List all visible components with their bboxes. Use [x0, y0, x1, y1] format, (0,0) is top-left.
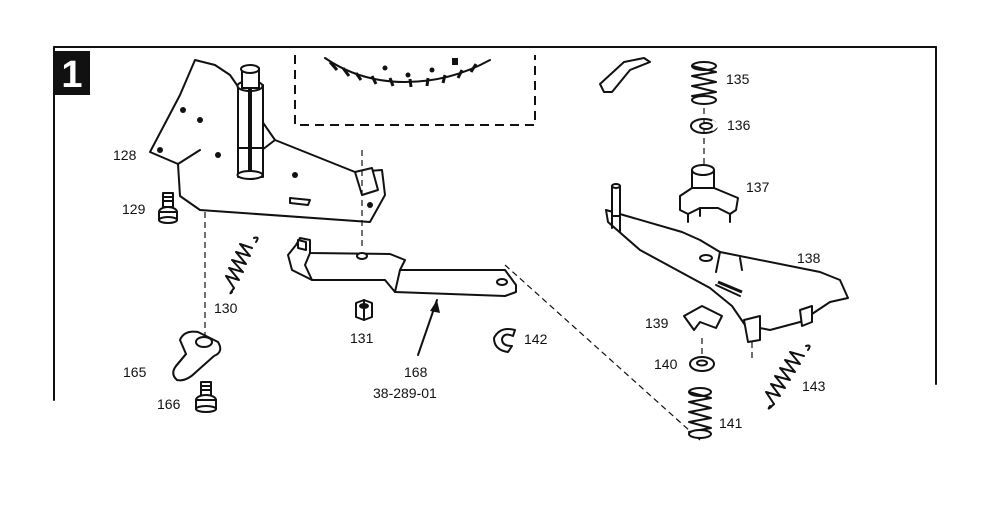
callout-141: 141	[719, 415, 743, 431]
part-130-spring	[225, 236, 259, 295]
part-136-ring-clip	[690, 118, 721, 134]
part-142-e-clip	[493, 328, 516, 353]
callout-165: 165	[123, 364, 147, 380]
callout-130: 130	[214, 300, 238, 316]
callout-135: 135	[726, 71, 750, 87]
callout-168-part-number: 38-289-01	[373, 385, 437, 401]
part-139-clip	[683, 305, 723, 331]
callout-168: 168	[404, 364, 428, 380]
part-128-mounting-plate	[149, 59, 386, 250]
part-140-washer	[689, 356, 715, 372]
callout-129: 129	[122, 201, 146, 217]
callout-128: 128	[113, 147, 137, 163]
callout-138: 138	[797, 250, 821, 266]
callout-131: 131	[350, 330, 374, 346]
part-129-screw	[158, 192, 178, 224]
part-166-screw	[195, 381, 217, 413]
diagram-frame	[53, 46, 937, 401]
gear-inset	[294, 55, 536, 126]
callout-166: 166	[157, 396, 181, 412]
part-137-bracket	[679, 164, 739, 223]
part-hook-fragment	[599, 57, 651, 93]
part-131-nut	[355, 299, 373, 321]
callout-136: 136	[727, 117, 751, 133]
callout-140: 140	[654, 356, 678, 372]
part-143-spring	[765, 344, 811, 410]
part-168-lever	[287, 237, 701, 441]
part-165-clamp	[172, 330, 222, 382]
section-badge: 1	[54, 51, 90, 96]
callout-137: 137	[746, 179, 770, 195]
part-141-spring	[688, 387, 712, 439]
part-135-spring	[691, 61, 717, 105]
callout-142: 142	[524, 331, 548, 347]
part-138-slide-plate	[605, 183, 849, 343]
section-number: 1	[61, 54, 82, 96]
callout-139: 139	[645, 315, 669, 331]
callout-143: 143	[802, 378, 826, 394]
